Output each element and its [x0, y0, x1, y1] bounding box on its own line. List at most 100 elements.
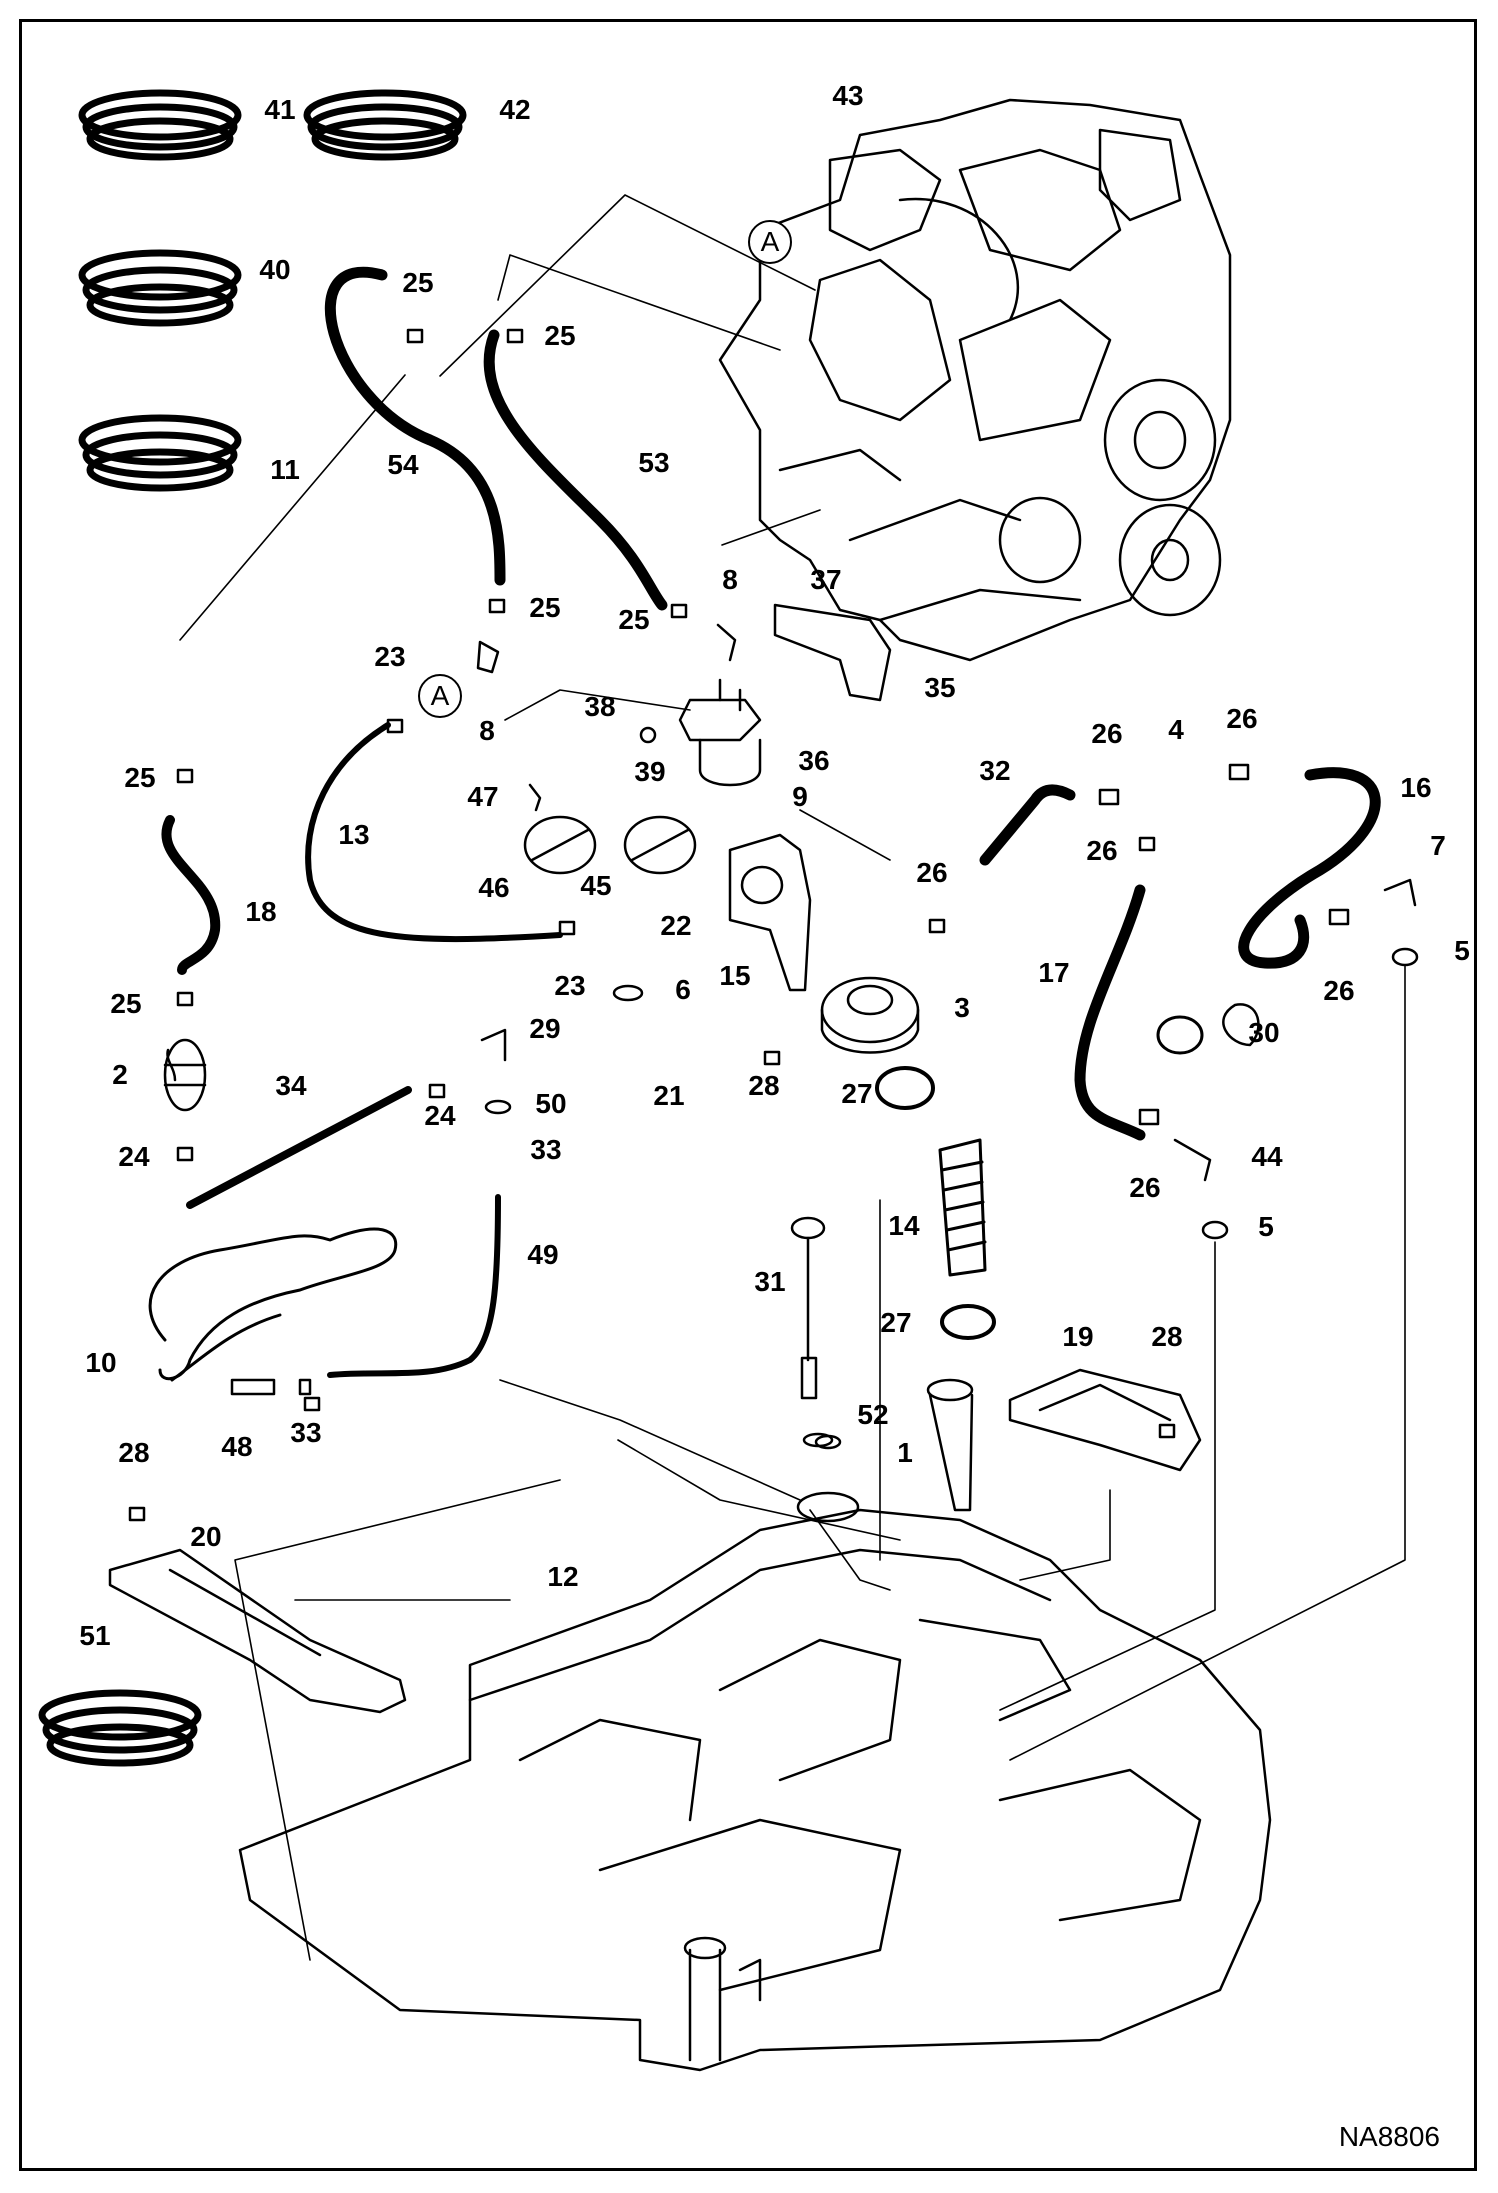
callout-43: 43: [832, 80, 864, 111]
hose-coil-41: [78, 89, 242, 161]
callout-2: 2: [112, 1059, 128, 1090]
hose-17: [1074, 884, 1146, 1141]
callout-46: 46: [478, 872, 510, 903]
callout-26-e: 26: [1323, 975, 1355, 1006]
hose-coil-11: [78, 414, 242, 492]
callout-25-c: 25: [529, 592, 561, 623]
diagram-border: [19, 19, 1477, 2171]
callout-8-a: 8: [722, 564, 738, 595]
hose-49: [327, 1194, 501, 1378]
shield-19: [1008, 1368, 1202, 1472]
shield-20: [108, 1548, 407, 1714]
callout-26-a: 26: [1091, 718, 1123, 749]
hose-coil-51: [38, 1689, 202, 1767]
callout-52: 52: [857, 1399, 889, 1430]
callout-12: 12: [547, 1561, 579, 1592]
callout-28-c: 28: [118, 1437, 150, 1468]
callout-30: 30: [1248, 1017, 1280, 1048]
hose-14: [938, 1138, 987, 1277]
hose-34: [186, 1086, 412, 1209]
bracket-15: [728, 833, 812, 992]
clamp-30: [1156, 1015, 1204, 1055]
callout-33-b: 33: [290, 1417, 322, 1448]
callout-25-e: 25: [124, 762, 156, 793]
callout-54: 54: [387, 449, 419, 480]
hose-13: [305, 722, 563, 943]
callout-14: 14: [888, 1210, 920, 1241]
callout-19: 19: [1062, 1321, 1094, 1352]
callout-22: 22: [660, 910, 692, 941]
fuel-caps: [523, 815, 697, 875]
callout-51: 51: [79, 1620, 111, 1651]
hose-54: [324, 266, 506, 586]
callout-49: 49: [527, 1239, 559, 1270]
callout-40: 40: [259, 254, 291, 285]
filler-neck-3: [820, 976, 920, 1054]
bracket-35: [773, 603, 892, 702]
callout-17: 17: [1038, 957, 1070, 988]
callout-24-b: 24: [118, 1141, 150, 1172]
hose-32: [979, 784, 1076, 866]
callout-5-a: 5: [1454, 935, 1470, 966]
callout-27-b: 27: [880, 1307, 912, 1338]
callout-27-a: 27: [841, 1078, 873, 1109]
callout-26-b: 26: [1226, 703, 1258, 734]
callout-31: 31: [754, 1266, 786, 1297]
hose-18: [161, 815, 221, 975]
callout-41: 41: [264, 94, 296, 125]
reference-marker-a: A: [418, 674, 462, 718]
callout-35: 35: [924, 672, 956, 703]
callout-6: 6: [675, 974, 691, 1005]
callout-28-a: 28: [748, 1070, 780, 1101]
callout-11: 11: [270, 454, 300, 485]
callout-25-a: 25: [402, 267, 434, 298]
hose-coil-42: [303, 89, 467, 161]
callout-23-b: 23: [554, 970, 586, 1001]
callout-28-b: 28: [1151, 1321, 1183, 1352]
callout-10: 10: [85, 1347, 117, 1378]
callout-32: 32: [979, 755, 1011, 786]
callout-16: 16: [1400, 772, 1432, 803]
callout-25-f: 25: [110, 988, 142, 1019]
callout-21: 21: [653, 1080, 685, 1111]
callout-36: 36: [798, 745, 830, 776]
callout-25-b: 25: [544, 320, 576, 351]
callout-13: 13: [338, 819, 370, 850]
callout-26-f: 26: [1129, 1172, 1161, 1203]
pickup-1: [926, 1378, 974, 1512]
sender-31: [790, 1216, 834, 1448]
callout-29: 29: [529, 1013, 561, 1044]
callout-23-a: 23: [374, 641, 406, 672]
hose-10-sleeve: [148, 1227, 398, 1382]
callout-3: 3: [954, 992, 970, 1023]
filter-2: [163, 1038, 207, 1112]
engine-43: [718, 98, 1232, 662]
callout-33-a: 33: [530, 1134, 562, 1165]
hose-53: [483, 329, 668, 611]
callout-25-d: 25: [618, 604, 650, 635]
callout-38: 38: [584, 691, 616, 722]
callout-7: 7: [1430, 830, 1446, 861]
callout-50: 50: [535, 1088, 567, 1119]
callout-45: 45: [580, 870, 612, 901]
hose-coil-40: [78, 249, 242, 327]
callout-8-b: 8: [479, 715, 495, 746]
leader-lines: [179, 194, 1406, 1961]
callout-37: 37: [810, 564, 842, 595]
callout-5-b: 5: [1258, 1211, 1274, 1242]
callout-26-c: 26: [1086, 835, 1118, 866]
callout-4: 4: [1168, 714, 1184, 745]
callout-39: 39: [634, 756, 666, 787]
clamp-27: [875, 1066, 996, 1340]
callout-34: 34: [275, 1070, 307, 1101]
callout-9: 9: [792, 781, 808, 812]
reference-marker-a: A: [748, 220, 792, 264]
fuel-tank-12: [238, 1491, 1272, 2072]
callout-24-a: 24: [424, 1100, 456, 1131]
callout-15: 15: [719, 960, 751, 991]
filter-39: [678, 678, 762, 787]
callout-18: 18: [245, 896, 277, 927]
callout-42: 42: [499, 94, 531, 125]
